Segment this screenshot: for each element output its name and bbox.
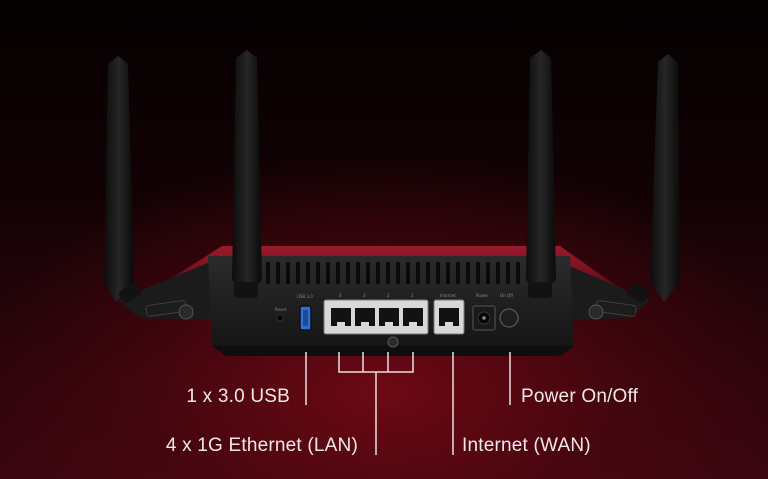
antenna-right (526, 50, 556, 298)
router-base (212, 346, 574, 356)
wan-port (439, 308, 459, 326)
antenna-left (232, 50, 262, 298)
lan-number-4: 4 (339, 293, 342, 298)
lan-ports (331, 308, 423, 326)
power-jack-pin (482, 316, 486, 320)
vent-slots (266, 262, 520, 284)
lan-number-1: 1 (411, 293, 414, 298)
reset-pinhole (276, 314, 284, 322)
lan-number-2: 2 (387, 293, 390, 298)
wan-callout-label: Internet (WAN) (462, 435, 591, 456)
usb-callout-label: 1 x 3.0 USB (186, 386, 290, 407)
wan-port-clip (445, 322, 453, 326)
lan-port-clips (337, 322, 417, 326)
antenna-far-left (104, 56, 142, 304)
power-marking: Power (476, 293, 488, 298)
right-antenna-connector (588, 300, 637, 320)
lan-callout-label: 4 x 1G Ethernet (LAN) (165, 435, 358, 456)
usb-marking: USB 3.0 (297, 294, 313, 299)
left-antenna-connector (145, 300, 194, 320)
internet-marking: Internet (440, 293, 456, 298)
power-switch-marking: On Off (500, 293, 513, 298)
center-screw (387, 336, 399, 348)
reset-marking: Reset (275, 307, 287, 312)
left-fin (118, 262, 214, 320)
lan-number-3: 3 (363, 293, 366, 298)
callout-lines (305, 352, 511, 455)
power-callout-label: Power On/Off (521, 386, 639, 407)
usb-port-tongue (303, 310, 308, 326)
antenna-far-right (626, 54, 680, 304)
power-button (499, 308, 519, 328)
